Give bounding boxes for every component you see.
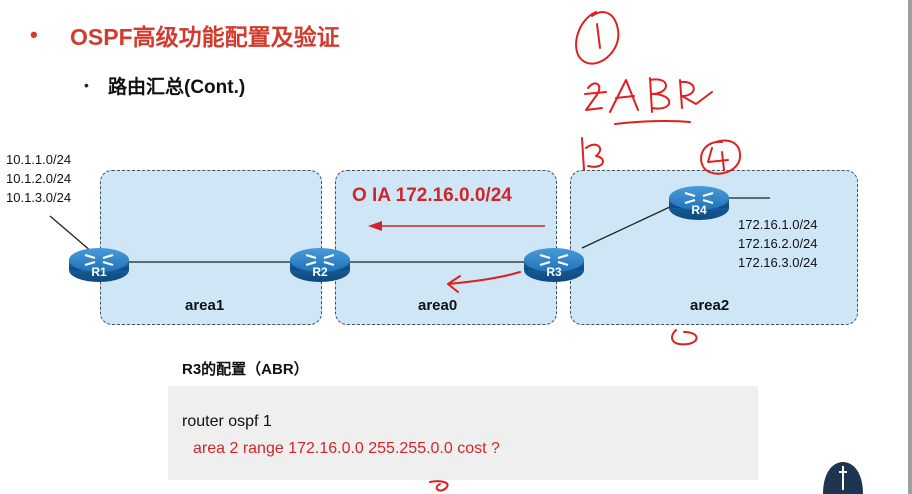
r1-network: 10.1.1.0/24: [6, 152, 72, 167]
handwritten-arrow-head: [447, 275, 461, 293]
r4-network: 172.16.3.0/24: [738, 255, 818, 270]
router-r1: R1: [69, 248, 129, 282]
title-bullet: •: [30, 22, 38, 47]
area0-region: [335, 170, 557, 325]
slide-title: OSPF高级功能配置及验证: [70, 24, 340, 50]
router-r3: R3: [524, 248, 584, 282]
digit-4-mark: [707, 147, 729, 171]
summary-arrow: [368, 221, 545, 231]
area2-label: area2: [690, 297, 730, 314]
r1-network-list: 10.1.1.0/24 10.1.2.0/24 10.1.3.0/24: [6, 150, 71, 207]
router-r4: R4: [669, 186, 729, 220]
area0-label: area0: [418, 297, 458, 314]
area1-region: [100, 170, 322, 325]
r4-network: 172.16.2.0/24: [738, 236, 818, 251]
r1-stub-link: [49, 215, 93, 253]
handwritten-arrow-line: [447, 271, 521, 285]
digit-1-mark: [596, 23, 601, 49]
subtitle-bullet: •: [84, 77, 89, 93]
handwriting-b: [649, 77, 671, 113]
config-line-router-ospf: router ospf 1: [182, 413, 272, 430]
r4-label: R4: [691, 203, 707, 217]
config-title: R3的配置（ABR）: [182, 361, 309, 378]
underline-mark: [614, 119, 691, 125]
handwriting-r: [679, 79, 713, 109]
slide-title-row: • OSPF高级功能配置及验证: [30, 18, 340, 52]
r1-network: 10.1.2.0/24: [6, 171, 72, 186]
r3-r4-link: [581, 205, 673, 249]
r4-network: 172.16.1.0/24: [738, 217, 818, 232]
handwriting-2: [585, 82, 603, 111]
area1-label: area1: [185, 297, 225, 314]
r4-network-list: 172.16.1.0/24 172.16.2.0/24 172.16.3.0/2…: [738, 215, 818, 272]
summary-route-label: O IA 172.16.0.0/24: [352, 185, 512, 206]
config-line-area-range: area 2 range 172.16.0.0 255.255.0.0 cost…: [193, 440, 500, 457]
logo-emblem: [823, 462, 863, 494]
router-r2: R2: [290, 248, 350, 282]
circle-1-mark: [575, 11, 620, 65]
r1-network: 10.1.3.0/24: [6, 190, 72, 205]
scribble-mark: [429, 480, 449, 492]
config-box: [168, 386, 758, 480]
digit-3-mark: [585, 143, 604, 168]
slide-edge-bar: [908, 0, 912, 494]
circle-4-mark: [700, 139, 742, 175]
slide-subtitle-row: • 路由汇总(Cont.): [84, 70, 245, 100]
r3-label: R3: [546, 265, 562, 279]
slide-subtitle: 路由汇总(Cont.): [108, 76, 246, 98]
r1-label: R1: [91, 265, 107, 279]
handwriting-a: [609, 79, 639, 113]
scribble-loop: [671, 329, 698, 346]
r2-label: R2: [312, 265, 328, 279]
